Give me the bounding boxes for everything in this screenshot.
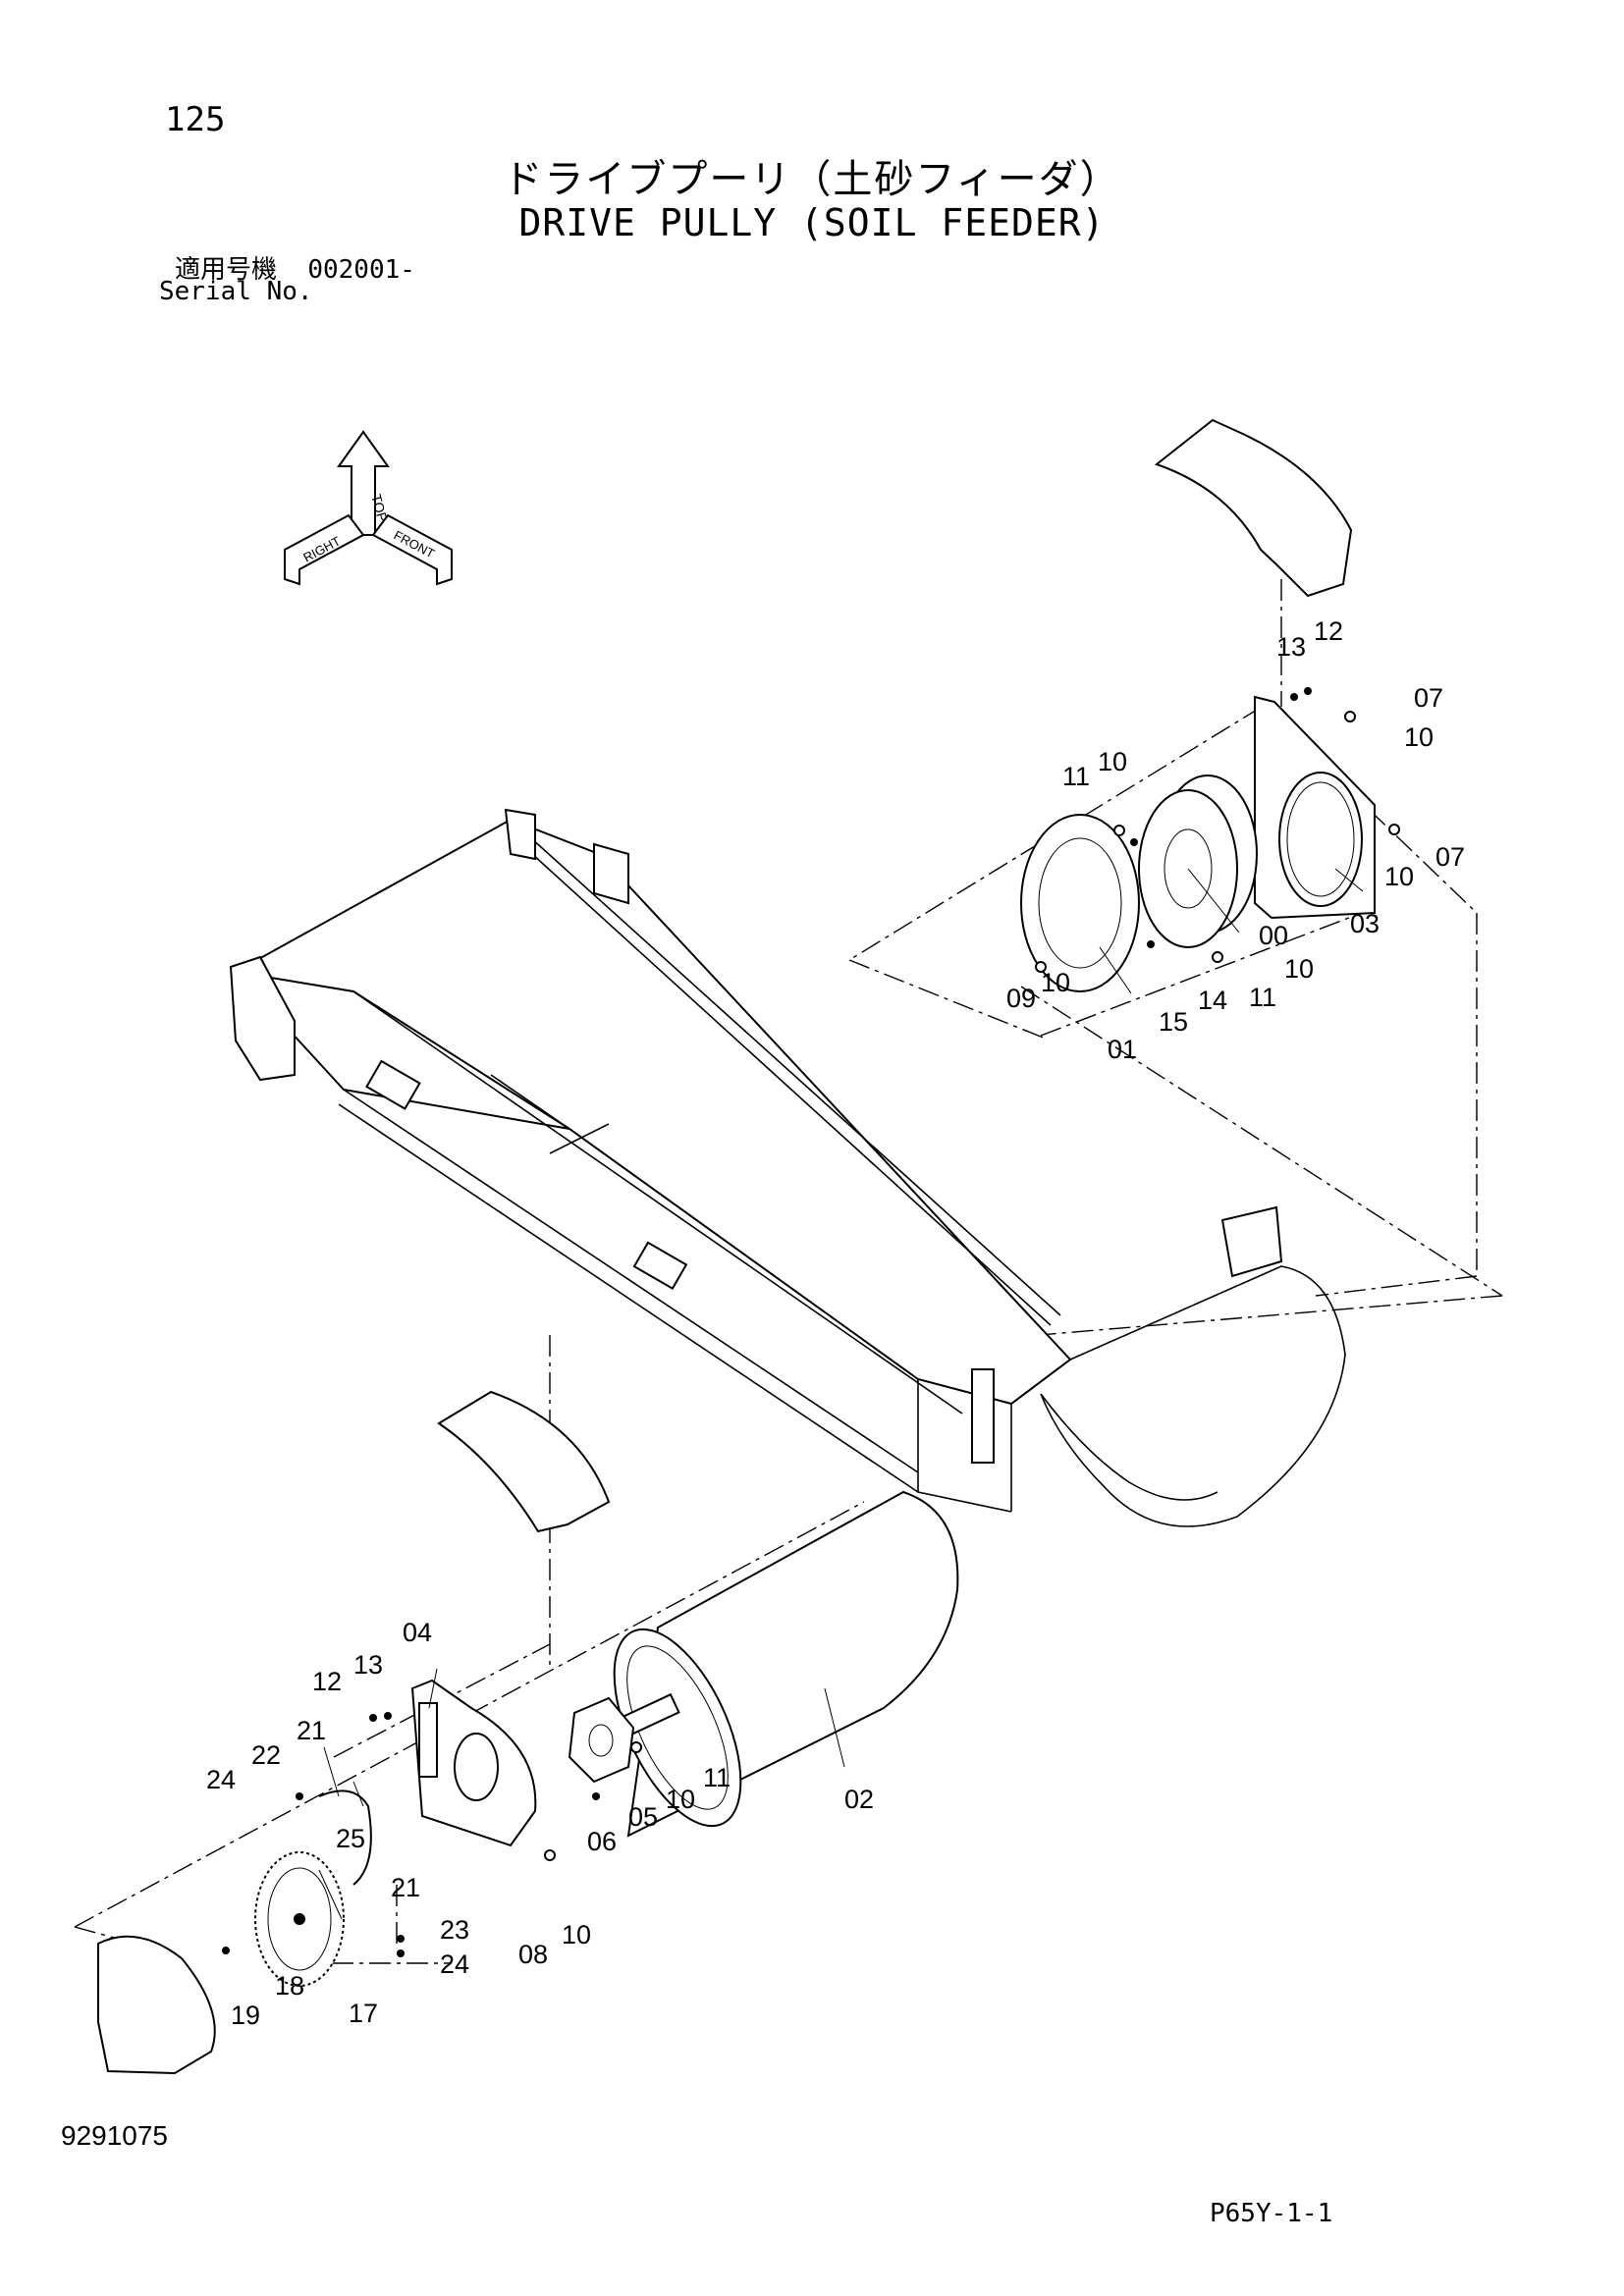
callout-06: 06: [587, 1827, 617, 1856]
callout-01: 01: [1108, 1035, 1137, 1064]
conveyor-frame: [229, 808, 1283, 1513]
callout-07-lower: 07: [1435, 842, 1465, 872]
motor-reducer-assembly: [1020, 695, 1376, 992]
page-code: P65Y-1-1: [1210, 2199, 1333, 2228]
callout-14: 14: [1198, 986, 1227, 1015]
document-number: 9291075: [61, 2120, 169, 2151]
callout-17: 17: [349, 1999, 378, 2028]
callout-leader-lines: [318, 868, 1364, 1920]
callout-13-upper: 13: [1276, 632, 1306, 662]
drive-pulley-drum: [613, 1490, 959, 1838]
callout-00: 00: [1259, 921, 1288, 950]
callout-13-lower: 13: [353, 1650, 383, 1680]
callout-10-a: 10: [1404, 722, 1434, 752]
callout-10-e: 10: [1284, 954, 1314, 984]
callout-25: 25: [336, 1824, 365, 1853]
callout-10-c: 10: [1384, 862, 1414, 891]
callout-10-b: 10: [1098, 747, 1127, 776]
callout-07-upper: 07: [1414, 683, 1443, 713]
callout-11-c: 11: [703, 1763, 731, 1792]
callout-23: 23: [440, 1915, 469, 1945]
page-number: 125: [165, 100, 226, 139]
serial-label-japanese: 適用号機: [175, 255, 278, 285]
callout-24-upper: 24: [206, 1765, 236, 1794]
callout-04: 04: [403, 1618, 432, 1647]
callout-08: 08: [518, 1940, 548, 1969]
callout-10-g: 10: [562, 1920, 591, 1949]
serial-value: 002001-: [307, 255, 415, 285]
orientation-top-label: TOP: [368, 493, 391, 524]
callout-18: 18: [275, 1971, 304, 2001]
callout-21-lower: 21: [391, 1873, 420, 1902]
page-title-english: DRIVE PULLY (SOIL FEEDER): [518, 201, 1106, 244]
conveyor-belt: [1040, 1265, 1346, 1527]
lower-guard-plate: [437, 1390, 611, 1533]
upper-guard-plate: [1154, 418, 1353, 598]
part-callouts: 00 01 02 03 04 05 06 07 07 08 09 10 10 1…: [206, 616, 1465, 2030]
callout-15: 15: [1159, 1007, 1188, 1037]
callout-21-upper: 21: [297, 1716, 326, 1745]
page-title-japanese: ドライブプーリ（土砂フィーダ）: [503, 157, 1121, 202]
end-bracket-and-sprocket: [97, 1679, 635, 2075]
callout-10-f: 10: [666, 1785, 695, 1814]
callout-24-lower: 24: [440, 1949, 469, 1979]
fastener-hardware: [222, 687, 1400, 1957]
callout-02: 02: [844, 1785, 874, 1814]
callout-12-upper: 12: [1314, 616, 1343, 646]
callout-12-lower: 12: [312, 1667, 342, 1696]
callout-19: 19: [231, 2001, 260, 2030]
callout-05: 05: [628, 1802, 658, 1832]
callout-03: 03: [1350, 909, 1380, 938]
orientation-indicator: TOP RIGHT FRONT: [284, 430, 453, 586]
callout-10-d: 10: [1041, 968, 1070, 997]
callout-22: 22: [251, 1740, 281, 1770]
callout-11-b: 11: [1249, 983, 1276, 1012]
serial-applicability: 適用号機 002001-: [175, 249, 415, 286]
serial-label-english: Serial No.: [159, 277, 313, 306]
callout-09: 09: [1006, 984, 1036, 1013]
callout-11-a: 11: [1062, 762, 1090, 791]
